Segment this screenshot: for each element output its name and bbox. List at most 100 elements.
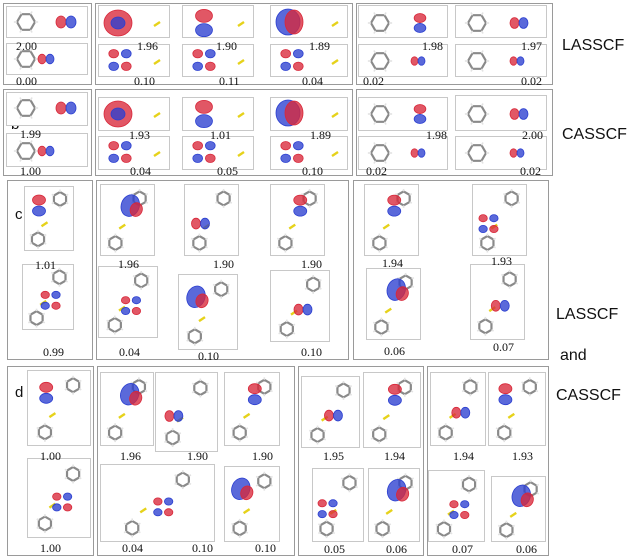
occupation-number: 0.10 bbox=[134, 74, 155, 88]
molecule-drawing bbox=[278, 274, 322, 339]
occupation-number: 1.98 bbox=[422, 39, 443, 53]
molecule-drawing bbox=[13, 97, 77, 119]
occupation-number: 0.11 bbox=[219, 74, 240, 88]
molecule-drawing bbox=[103, 100, 161, 128]
molecule-drawing bbox=[29, 189, 69, 249]
occupation-number: 0.10 bbox=[255, 541, 276, 555]
occupation-number: 1.96 bbox=[118, 257, 139, 271]
molecule-drawing bbox=[367, 50, 426, 72]
row-b-group-3 bbox=[356, 89, 553, 176]
occupation-number: 0.06 bbox=[386, 542, 407, 556]
molecule-drawing bbox=[464, 50, 525, 72]
molecule-drawing bbox=[464, 103, 529, 125]
molecule-drawing bbox=[437, 377, 479, 443]
occupation-number: 1.00 bbox=[20, 164, 41, 178]
molecule-drawing bbox=[231, 377, 273, 443]
occupation-number: 0.00 bbox=[16, 74, 37, 88]
occupation-number: 1.93 bbox=[129, 128, 150, 142]
occupation-number: 1.95 bbox=[323, 449, 344, 463]
row-d-group-4 bbox=[427, 366, 549, 556]
orbital-panel bbox=[455, 95, 547, 131]
orbital-panel bbox=[358, 97, 448, 131]
occupation-number: 1.90 bbox=[301, 257, 322, 271]
occupation-number: 1.96 bbox=[120, 449, 141, 463]
shared-method-line2: and bbox=[560, 347, 587, 364]
occupation-number: 0.06 bbox=[384, 344, 405, 358]
occupation-number: 0.04 bbox=[130, 164, 151, 178]
occupation-number: 0.06 bbox=[516, 542, 537, 556]
occupation-number: 1.99 bbox=[20, 127, 41, 141]
row-c-label: c bbox=[15, 206, 23, 223]
molecule-drawing bbox=[192, 49, 245, 71]
molecule-drawing bbox=[13, 140, 55, 162]
occupation-number: 0.99 bbox=[43, 345, 64, 359]
orbital-panel bbox=[455, 136, 547, 170]
occupation-number: 0.04 bbox=[122, 541, 143, 555]
molecule-drawing bbox=[123, 470, 192, 538]
molecule-drawing bbox=[373, 473, 415, 539]
row-d-group-2 bbox=[97, 366, 295, 556]
molecule-drawing bbox=[13, 11, 77, 33]
molecule-drawing bbox=[106, 188, 149, 253]
molecule-drawing bbox=[108, 141, 161, 163]
molecule-drawing bbox=[280, 141, 339, 163]
orbital-panel bbox=[455, 5, 547, 38]
occupation-number: 1.89 bbox=[309, 39, 330, 53]
row-d-group-3 bbox=[298, 366, 424, 556]
occupation-number: 0.02 bbox=[520, 164, 541, 178]
orbital-panel bbox=[270, 44, 348, 77]
molecule-drawing bbox=[497, 479, 540, 540]
molecule-drawing bbox=[367, 142, 426, 164]
occupation-number: 1.00 bbox=[40, 541, 61, 555]
occupation-number: 2.00 bbox=[522, 128, 543, 142]
molecule-drawing bbox=[476, 269, 519, 336]
molecule-drawing bbox=[195, 99, 245, 129]
occupation-number: 1.89 bbox=[310, 128, 331, 142]
molecule-drawing bbox=[108, 49, 161, 71]
occupation-number: 1.01 bbox=[35, 258, 56, 272]
row-c-group-2 bbox=[96, 180, 349, 360]
occupation-number: 1.90 bbox=[187, 449, 208, 463]
occupation-number: 0.02 bbox=[363, 74, 384, 88]
occupation-number: 1.90 bbox=[252, 449, 273, 463]
row-a-group-1 bbox=[3, 3, 92, 85]
row-a-group-3 bbox=[356, 3, 553, 85]
molecule-drawing bbox=[275, 8, 339, 36]
molecule-drawing bbox=[276, 188, 319, 253]
occupation-number: 1.94 bbox=[453, 449, 474, 463]
row-b-group-1 bbox=[3, 89, 92, 176]
molecule-drawing bbox=[106, 377, 148, 443]
orbital-panel bbox=[358, 136, 448, 170]
occupation-number: 0.04 bbox=[119, 345, 140, 359]
row-b-group-2 bbox=[95, 89, 353, 176]
molecule-drawing bbox=[275, 99, 339, 127]
row-b-method: CASSCF bbox=[562, 126, 627, 143]
occupation-number: 0.07 bbox=[452, 542, 473, 556]
molecule-drawing bbox=[495, 377, 539, 443]
molecule-drawing bbox=[195, 8, 245, 38]
occupation-number: 0.07 bbox=[493, 340, 514, 354]
occupation-number: 0.02 bbox=[521, 74, 542, 88]
molecule-drawing bbox=[370, 188, 413, 253]
occupation-number: 1.93 bbox=[512, 449, 533, 463]
molecule-drawing bbox=[36, 464, 82, 534]
molecule-drawing bbox=[367, 12, 427, 34]
occupation-number: 0.10 bbox=[302, 164, 323, 178]
molecule-drawing bbox=[186, 279, 230, 346]
occupation-number: 1.96 bbox=[137, 39, 158, 53]
occupation-number: 0.10 bbox=[198, 349, 219, 363]
occupation-number: 0.02 bbox=[366, 164, 387, 178]
occupation-number: 0.05 bbox=[217, 164, 238, 178]
row-a-method: LASSCF bbox=[562, 37, 625, 54]
occupation-number: 1.01 bbox=[210, 128, 231, 142]
occupation-number: 1.93 bbox=[491, 254, 512, 268]
molecule-drawing bbox=[464, 142, 525, 164]
molecule-drawing bbox=[36, 375, 82, 442]
molecule-drawing bbox=[27, 267, 69, 328]
row-a-group-2 bbox=[95, 3, 353, 85]
orbital-panel bbox=[182, 5, 254, 38]
shared-method-line3: CASSCF bbox=[556, 387, 621, 404]
occupation-number: 1.98 bbox=[426, 128, 447, 142]
molecule-drawing bbox=[317, 473, 359, 539]
